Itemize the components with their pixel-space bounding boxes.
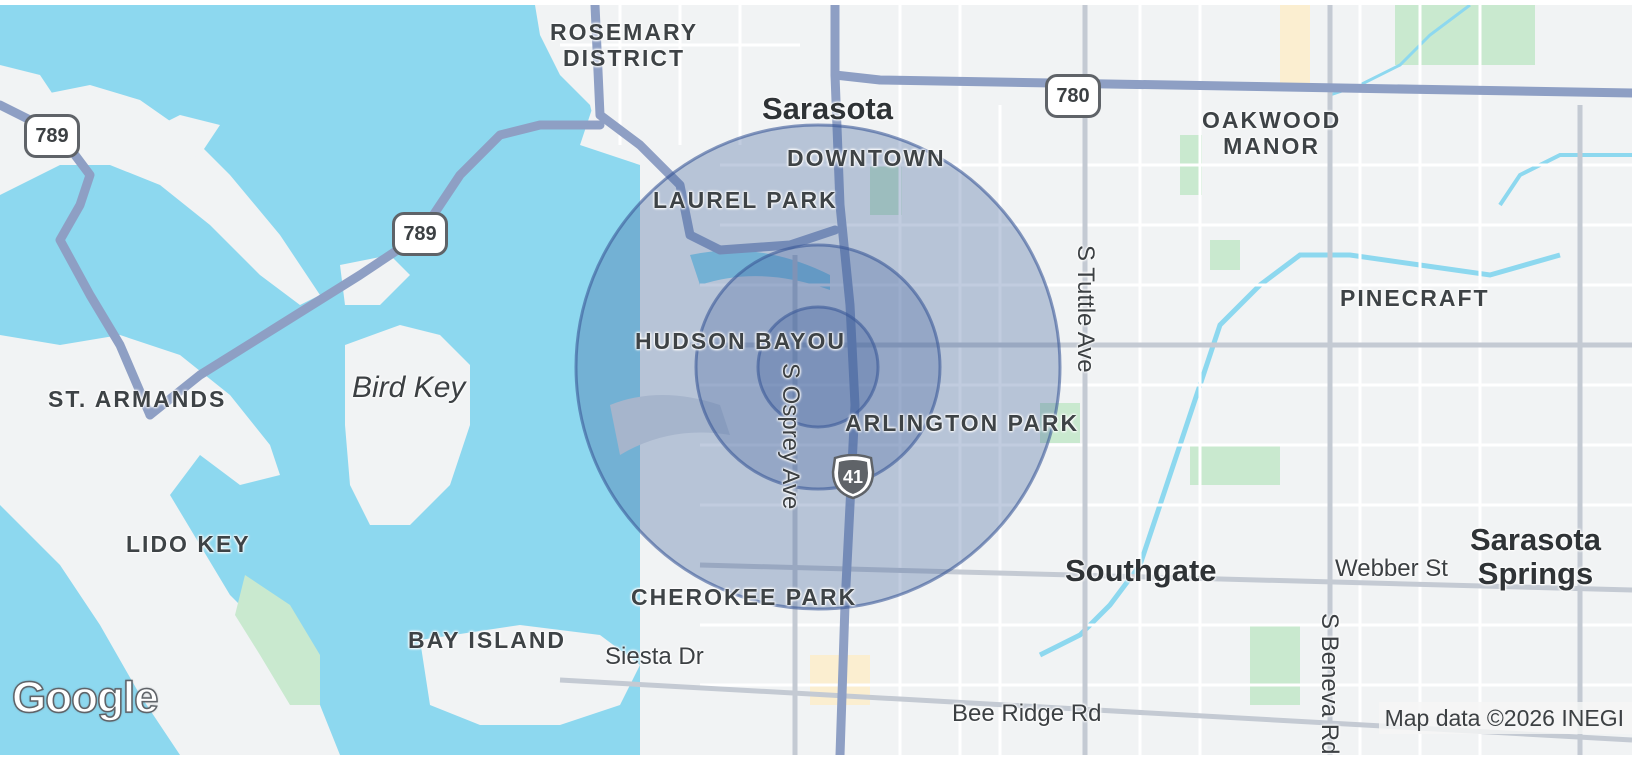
street-grid: [560, 5, 1632, 755]
map-canvas[interactable]: ROSEMARY DISTRICT Sarasota DOWNTOWN LAUR…: [0, 5, 1632, 755]
label-s-tuttle-ave: S Tuttle Ave: [1072, 245, 1099, 373]
longboat-island: [0, 85, 320, 305]
label-s-osprey-ave: S Osprey Ave: [777, 363, 804, 510]
label-bay-island: BAY ISLAND: [408, 627, 567, 653]
label-lido-key: LIDO KEY: [126, 531, 251, 557]
label-laurel-park: LAUREL PARK: [653, 187, 838, 213]
label-bird-key: Bird Key: [352, 371, 466, 404]
label-downtown: DOWNTOWN: [787, 145, 946, 171]
lido-key-island: [0, 335, 340, 755]
park: [235, 575, 320, 705]
us-route-shield-41-icon: 41: [831, 454, 875, 500]
radius-ring-outer: [574, 123, 1062, 611]
label-bee-ridge-rd: Bee Ridge Rd: [952, 700, 1102, 727]
bird-key-island: [345, 325, 470, 525]
label-sarasota-springs: Sarasota Springs: [1470, 522, 1601, 591]
radius-ring-middle: [694, 243, 942, 491]
route-shield-780-icon: 780: [1045, 74, 1101, 118]
label-cherokee-park: CHEROKEE PARK: [631, 584, 858, 610]
bay-island-land: [420, 625, 640, 725]
radius-overlay: [574, 123, 1062, 611]
label-oakwood-manor: OAKWOOD MANOR: [1202, 107, 1342, 159]
label-s-beneva-rd: S Beneva Rd: [1316, 613, 1343, 755]
label-siesta-dr: Siesta Dr: [605, 643, 704, 670]
label-sarasota: Sarasota: [762, 91, 893, 126]
label-pinecraft: PINECRAFT: [1340, 285, 1490, 311]
label-webber-st: Webber St: [1335, 555, 1448, 582]
label-arlington-park: ARLINGTON PARK: [845, 410, 1080, 436]
secondary-roads: [559, 5, 1632, 755]
label-st-armands: ST. ARMANDS: [48, 386, 227, 412]
radius-ring-inner: [756, 305, 880, 429]
route-shield-789-icon: 789: [392, 212, 448, 256]
route-shield-789-icon: 789: [24, 114, 80, 158]
label-hudson-bayou: HUDSON BAYOU: [635, 328, 847, 354]
label-rosemary-district: ROSEMARY DISTRICT: [550, 19, 699, 71]
google-logo: Google: [11, 672, 159, 723]
map-attribution[interactable]: Map data ©2026 INEGI: [1378, 702, 1632, 734]
map-base-layer: [0, 5, 1632, 755]
label-southgate: Southgate: [1065, 553, 1217, 588]
